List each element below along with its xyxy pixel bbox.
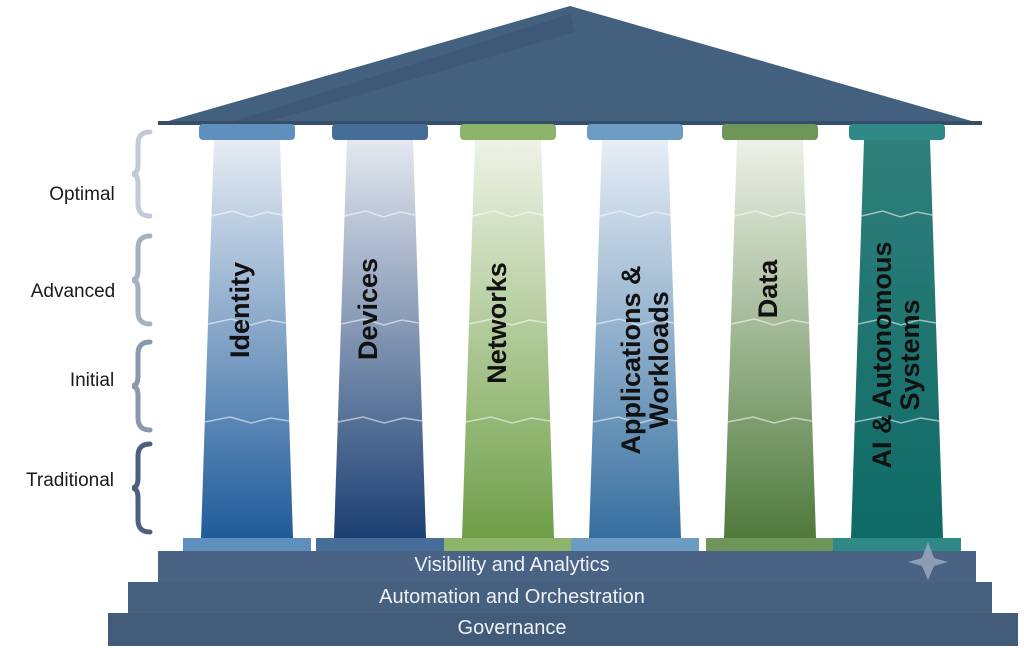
- pillar-label-applications-workloads: Applications & Workloads: [616, 265, 675, 455]
- brace-advanced: [131, 233, 153, 327]
- pillar-shaft: [724, 140, 816, 538]
- maturity-divider: [595, 318, 675, 326]
- pillar-shaft: [851, 140, 943, 538]
- pillar-ai-autonomous-systems: [833, 124, 961, 552]
- maturity-divider: [337, 416, 423, 424]
- pillar-base: [571, 538, 699, 552]
- pillar-label-ai-autonomous-systems: AI & Autonomous Systems: [867, 241, 926, 469]
- maturity-divider: [204, 416, 290, 424]
- level-label-initial: Initial: [69, 370, 115, 391]
- pillar-label-identity: Identity: [225, 262, 255, 359]
- pillar-capital: [849, 124, 945, 140]
- pillar-label-devices: Devices: [353, 257, 383, 361]
- pillar-capital: [722, 124, 818, 140]
- maturity-divider: [592, 416, 678, 424]
- pillar-capital: [332, 124, 428, 140]
- maturity-divider: [211, 210, 283, 218]
- maturity-divider: [861, 210, 933, 218]
- pillar-label-networks: Networks: [482, 262, 512, 384]
- pillar-networks: [444, 124, 572, 552]
- foundation-label-automation: Automation and Orchestration: [379, 586, 645, 608]
- pillar-capital: [587, 124, 683, 140]
- pillar-shaft: [334, 140, 426, 538]
- pillar-capital: [199, 124, 295, 140]
- maturity-divider: [340, 318, 420, 326]
- maturity-divider: [727, 416, 813, 424]
- foundation-step-middle: [128, 582, 992, 613]
- foundation-label-governance: Governance: [457, 617, 567, 639]
- pillar-base: [833, 538, 961, 552]
- maturity-divider: [854, 416, 940, 424]
- sparkle-icon: [908, 542, 948, 580]
- level-label-advanced: Advanced: [30, 281, 116, 302]
- maturity-divider: [472, 210, 544, 218]
- brace-initial: [131, 339, 153, 433]
- roof-base: [158, 121, 982, 125]
- maturity-divider: [344, 210, 416, 218]
- level-label-optimal: Optimal: [49, 184, 115, 205]
- pillar-base: [183, 538, 311, 552]
- maturity-divider: [465, 416, 551, 424]
- pillar-shaft: [462, 140, 554, 538]
- level-label-traditional: Traditional: [25, 470, 114, 491]
- roof-shadow: [225, 14, 575, 124]
- pillar-label-data: Data: [753, 259, 783, 319]
- maturity-divider: [857, 318, 937, 326]
- brace-traditional: [131, 441, 153, 535]
- pillar-base: [444, 538, 572, 552]
- pillar-devices: [316, 124, 444, 552]
- pillar-capital: [460, 124, 556, 140]
- maturity-divider: [734, 210, 806, 218]
- foundation-step-bottom: [108, 613, 1018, 646]
- pillar-shaft: [201, 140, 293, 538]
- maturity-divider: [207, 318, 287, 326]
- pillar-base: [316, 538, 444, 552]
- pillar-identity: [183, 124, 311, 552]
- pillar-shaft: [589, 140, 681, 538]
- brace-optimal: [131, 129, 153, 219]
- roof: [158, 6, 982, 124]
- maturity-divider: [599, 210, 671, 218]
- maturity-divider: [730, 318, 810, 326]
- foundation-label-visibility: Visibility and Analytics: [414, 554, 610, 576]
- maturity-divider: [468, 318, 548, 326]
- pillar-base: [706, 538, 834, 552]
- foundation-step-top: [158, 551, 976, 582]
- pillar-applications-workloads: [571, 124, 699, 552]
- pillar-data: [706, 124, 834, 552]
